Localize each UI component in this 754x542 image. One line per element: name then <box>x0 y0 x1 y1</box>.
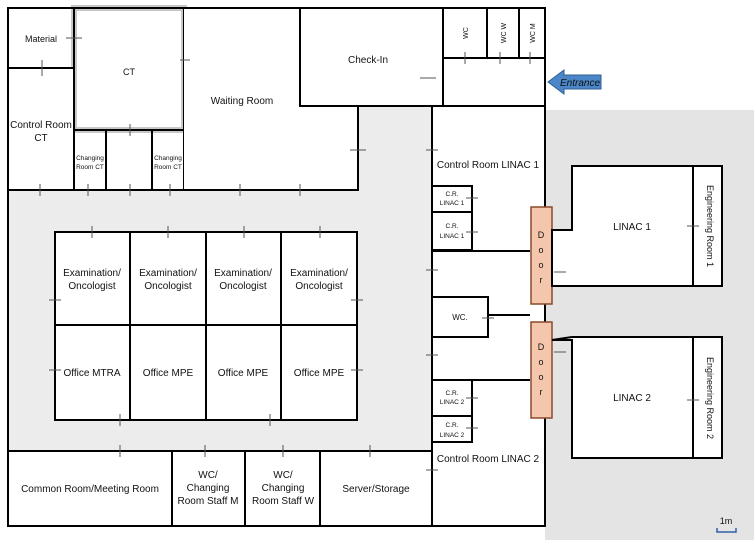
exam-2-label-1: Examination/ <box>139 268 197 279</box>
common-room-label: Common Room/Meeting Room <box>21 484 159 495</box>
door-2-letter-3: o <box>538 372 543 382</box>
cr-linac-2b-label-2: LINAC 2 <box>440 432 465 439</box>
wc-block-top <box>442 7 546 59</box>
cr-linac-1a-label-1: C.R. <box>446 191 459 198</box>
door-ticks <box>39 37 699 471</box>
cr-linac-1-b <box>431 211 473 251</box>
wc-changing-w-label-3: Room Staff W <box>252 496 315 507</box>
wc-center-room <box>431 296 489 338</box>
exam-3-label-1: Examination/ <box>214 268 272 279</box>
engineering-room-1-label: Engineering Room 1 <box>705 185 715 267</box>
ct-label: CT <box>123 67 135 77</box>
door-1-letter-4: r <box>540 275 543 285</box>
cr-linac-1b-label-2: LINAC 1 <box>440 233 465 240</box>
cr-linac-2a-label-2: LINAC 2 <box>440 399 465 406</box>
exam-2-label-2: Oncologist <box>144 281 191 292</box>
changing-room-ct-2-label-1: Changing <box>154 155 182 162</box>
wc-w-label: WC W <box>501 23 508 44</box>
linac-1-bunker <box>551 165 723 287</box>
material-label: Material <box>25 34 57 44</box>
door-1-letter-1: D <box>538 230 545 240</box>
wc-m-label: WC M <box>530 23 537 43</box>
cr-linac-1a-label-2: LINAC 1 <box>440 200 465 207</box>
door-1-letter-3: o <box>538 260 543 270</box>
door-linac-1[interactable] <box>530 206 553 305</box>
office-mpe-1-label: Office MPE <box>143 368 194 379</box>
check-in-room <box>299 7 444 107</box>
office-mtra-label: Office MTRA <box>63 368 120 379</box>
changing-room-ct-1-label-1: Changing <box>76 155 104 162</box>
linac-1-label: LINAC 1 <box>613 222 651 233</box>
control-room-linac-2-label: Control Room LINAC 2 <box>437 454 540 465</box>
exam-1-label-1: Examination/ <box>63 268 121 279</box>
scale-bar <box>716 528 737 533</box>
changing-room-ct-1-label-2: Room CT <box>76 164 104 171</box>
wc-center-label: WC. <box>452 313 468 322</box>
exam-3-label-2: Oncologist <box>219 281 266 292</box>
office-mpe-3-label: Office MPE <box>294 368 345 379</box>
exam-4-label-2: Oncologist <box>295 281 342 292</box>
exam-4-label-1: Examination/ <box>290 268 348 279</box>
entrance-label: Entrance <box>560 78 600 89</box>
control-room-ct-label-2: CT <box>34 133 47 144</box>
cr-linac-1b-label-1: C.R. <box>446 223 459 230</box>
scale-label: 1m <box>720 516 733 526</box>
wc-changing-m-label-2: Changing <box>187 483 230 494</box>
wc-changing-w-label-1: WC/ <box>273 470 293 481</box>
door-2-letter-1: D <box>538 342 545 352</box>
cr-linac-2b-label-1: C.R. <box>446 422 459 429</box>
changing-room-ct-2-label-2: Room CT <box>154 164 182 171</box>
linac-2-label: LINAC 2 <box>613 393 651 404</box>
wc-changing-m-label-3: Room Staff M <box>178 496 239 507</box>
wc-changing-w-label-2: Changing <box>262 483 305 494</box>
door-2-letter-4: r <box>540 387 543 397</box>
office-mpe-2-label: Office MPE <box>218 368 269 379</box>
door-1-letter-2: o <box>538 245 543 255</box>
server-storage-label: Server/Storage <box>342 484 410 495</box>
engineering-room-2-label: Engineering Room 2 <box>705 357 715 439</box>
check-in-label: Check-In <box>348 55 388 66</box>
control-room-ct-label-1: Control Room <box>10 120 72 131</box>
door-2-letter-2: o <box>538 357 543 367</box>
linac-2-bunker <box>551 336 723 459</box>
door-linac-2[interactable] <box>530 321 553 419</box>
exam-1-label-2: Oncologist <box>68 281 115 292</box>
wc-top-label: WC <box>463 27 470 39</box>
control-room-linac-1-label: Control Room LINAC 1 <box>437 160 540 171</box>
entrance-arrow-icon[interactable] <box>547 69 602 95</box>
wc-changing-m-label-1: WC/ <box>198 470 218 481</box>
entrance-hall <box>442 57 546 107</box>
waiting-room-label: Waiting Room <box>211 96 273 107</box>
cr-linac-2a-label-1: C.R. <box>446 390 459 397</box>
cr-linac-1-a <box>431 185 473 213</box>
